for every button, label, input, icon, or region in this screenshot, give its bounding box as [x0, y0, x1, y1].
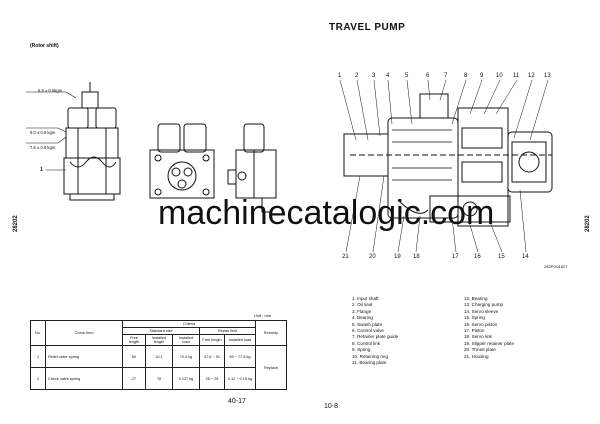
header-repair-limit: Repair limit [199, 327, 256, 335]
part-item: 1. Input shaft [352, 296, 379, 301]
part-item: 14. Servo sleeve [464, 308, 499, 314]
page-title: TRAVEL PUMP [329, 22, 406, 33]
criteria-table: No. Check item Criteria Remedy Standard … [30, 320, 287, 390]
header-installed-load-limit: Installed load [224, 334, 256, 346]
cell-limit-free: 47.6 ~ 51 [199, 345, 225, 368]
part-item: 11. Bearing plate [352, 360, 387, 366]
callout-top-5: 5 [405, 73, 409, 79]
cell-remedy: Replace [255, 345, 287, 390]
table-row: 1 Relief valve spring 60 10.1 70.4 kg 47… [30, 345, 287, 390]
callout-top-12: 12 [528, 73, 535, 79]
part-item: 20. Thrust plate [464, 347, 496, 353]
header-remedy: Remedy [255, 320, 287, 346]
callout-bottom-15: 15 [498, 254, 505, 260]
callout-top-6: 6 [426, 73, 430, 79]
part-item: 7. Retainer plate guide [352, 334, 399, 340]
callout-top-10: 10 [496, 73, 503, 79]
page-number-inner: 40-17 [228, 398, 246, 405]
cell-limit-load: 0.12 ~ 0.15 kg [224, 367, 256, 390]
drawing-code: 282PG01007 [544, 264, 568, 269]
callout-bottom-16: 16 [474, 254, 481, 260]
table-header-row: No. Check item Criteria Remedy [30, 320, 287, 346]
callout-top-2: 2 [355, 73, 359, 79]
part-item: 3. Flange [352, 308, 372, 314]
callout-top-13: 13 [544, 73, 551, 79]
parts-legend-col-2: 12. Bearing 13. Charging pump 14. Servo … [464, 296, 576, 360]
table-subheader-row-2: Free length Installed length Installed l… [31, 334, 287, 346]
callout-top-8: 8 [464, 73, 468, 79]
part-item: 6. Control valve [352, 328, 384, 334]
cell-limit-free: 26 ~ 28 [199, 367, 225, 390]
part-item: 9. Spring [352, 347, 371, 353]
callout-left-1: 1 [40, 167, 43, 173]
callout-bottom-14: 14 [522, 254, 529, 260]
header-standard-size: Standard size [122, 327, 200, 335]
cell-installed-load: 0.137 kg [172, 367, 200, 390]
header-criteria: Criteria [122, 320, 256, 328]
table-unit: Unit : mm [254, 313, 272, 318]
part-item: 19. Slipper retainer plate [464, 340, 515, 346]
part-item: 17. Piston [464, 328, 485, 334]
parts-legend: 1. Input shaft 2. Oil seal 3. Flange 4. … [352, 296, 582, 366]
cell-installed-load: 70.4 kg [172, 345, 200, 368]
parts-legend-col-1: 1. Input shaft 2. Oil seal 3. Flange 4. … [352, 296, 464, 366]
cell-item: Check valve spring [45, 367, 123, 390]
header-no: No. [30, 320, 46, 346]
cell-free: 60 [122, 345, 146, 368]
cell-item: Relief valve spring [45, 345, 123, 368]
part-item: 13. Charging pump [464, 302, 504, 308]
callout-top-7: 7 [444, 73, 448, 79]
watermark: machinecatalogic.com [158, 194, 495, 232]
table-row: 2 Check valve spring 27 78 0.137 kg 26 ~… [30, 367, 287, 390]
part-item: 5. Swash plate [352, 321, 383, 327]
valve-front-view [149, 123, 215, 199]
callout-bottom-17: 17 [452, 254, 459, 260]
callout-top-4: 4 [386, 73, 390, 79]
callout-top-9: 9 [480, 73, 484, 79]
torque-spec-3: 7.6 ± 0.6 kgm [30, 145, 56, 150]
valve-side-view [26, 82, 121, 201]
torque-spec-1: 5.5 ± 0.5kgm [38, 88, 63, 93]
part-item: 10. Retaining ring [352, 353, 389, 359]
callout-top-3: 3 [372, 73, 376, 79]
pump-cross-section [343, 93, 553, 227]
header-installed-load: Installed load [172, 334, 200, 346]
torque-spec-2: 9.0 ± 0.8 kgm [30, 130, 56, 135]
cell-free: 27 [122, 367, 146, 390]
leader-lines [339, 79, 549, 253]
page-number-outer: 10-8 [324, 403, 339, 410]
part-item: 4. Bearing [352, 315, 373, 321]
callout-top-11: 11 [513, 73, 520, 79]
callout-bottom-19: 19 [394, 254, 401, 260]
section-subtitle: (Rotor shift) [30, 43, 59, 49]
cell-installed-length: 10.1 [145, 345, 173, 368]
header-free-length: Free length [122, 334, 146, 346]
header-free-length-limit: Free length [199, 334, 225, 346]
header-check-item: Check item [45, 320, 123, 346]
header-installed-length: Installed length [145, 334, 173, 346]
part-item: 21. Housing [464, 353, 489, 359]
callout-bottom-20: 20 [369, 254, 376, 260]
cell-installed-length: 78 [145, 367, 173, 390]
part-item: 18. Servo link [464, 334, 492, 340]
part-item: 8. Control link [352, 340, 381, 346]
part-item: 12. Bearing [464, 296, 488, 301]
part-item: 16. Servo piston [464, 321, 498, 327]
cell-no: 1 [30, 345, 46, 368]
valve-rear-view [227, 123, 277, 213]
callout-bottom-18: 18 [413, 254, 420, 260]
callout-top-1: 1 [338, 73, 342, 79]
cell-limit-load: 63 ~ 77.6 kg [224, 345, 256, 368]
callout-bottom-21: 21 [342, 254, 349, 260]
part-item: 2. Oil seal [352, 302, 373, 308]
cell-no: 2 [30, 367, 46, 390]
part-item: 15. Spring [464, 315, 485, 321]
